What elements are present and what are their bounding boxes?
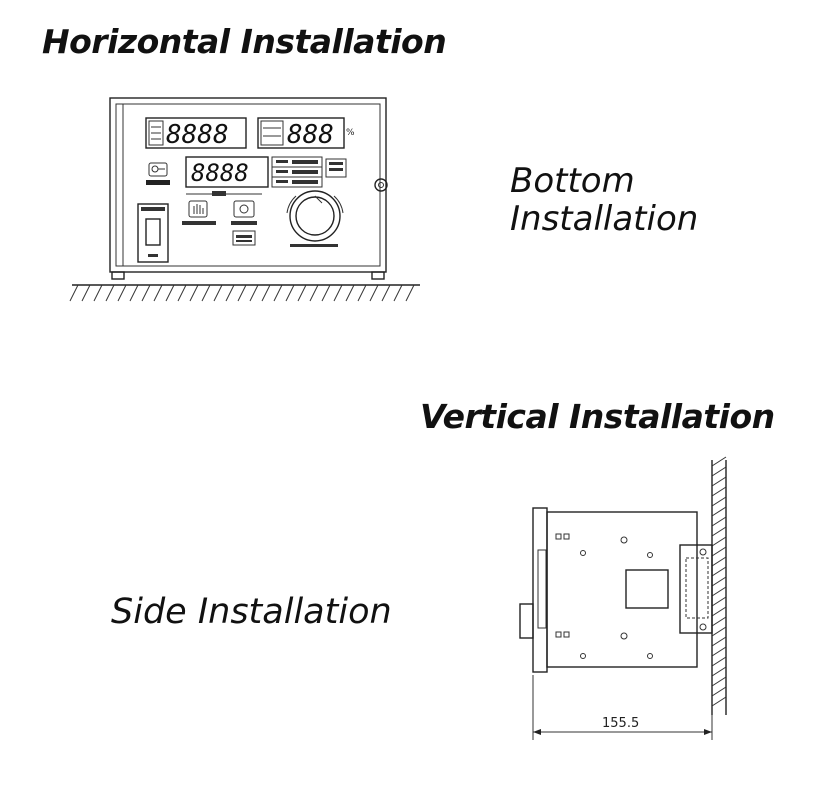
hand-icon xyxy=(193,204,204,214)
wall-hatch-line xyxy=(711,486,727,497)
key-label-bar xyxy=(146,180,170,185)
left-foot xyxy=(111,271,125,280)
wall-hatch-line xyxy=(711,536,727,547)
tension-knob xyxy=(286,190,344,247)
floor-hatch-line xyxy=(129,284,139,302)
floor-hatch-line xyxy=(93,284,103,302)
floor-hatch-line xyxy=(237,284,247,302)
dimension-label: 155.5 xyxy=(602,716,639,731)
floor-hatch-line xyxy=(81,284,91,302)
wall-hatch-line xyxy=(711,646,727,657)
floor-hatch-line xyxy=(261,284,271,302)
manual-button xyxy=(182,200,216,225)
controller-front-view: 8888 888 % 8888 xyxy=(109,97,388,280)
mode-switch-button xyxy=(325,158,347,178)
floor-hatch-line xyxy=(189,284,199,302)
floor-hatch-line xyxy=(405,284,415,302)
floor-hatch-line xyxy=(381,284,391,302)
wall-hatch-line xyxy=(711,556,727,567)
top-right-display xyxy=(257,117,345,149)
run-button xyxy=(231,200,257,246)
top-left-display-digits: 8888 xyxy=(166,120,229,150)
floor-hatching xyxy=(69,284,420,302)
floor-hatch-line xyxy=(297,284,307,302)
wall-hatch-line xyxy=(711,496,727,507)
wall-hatch-line xyxy=(711,546,727,557)
controller-case xyxy=(109,97,387,273)
wall-hatch-line xyxy=(711,596,727,607)
reset-button xyxy=(232,230,256,246)
wall-hatch-line xyxy=(711,666,727,677)
floor-hatch-line xyxy=(153,284,163,302)
floor-hatch-line xyxy=(333,284,343,302)
power-rocker-switch xyxy=(145,218,161,246)
floor-hatch-line xyxy=(357,284,367,302)
middle-display-digits: 8888 xyxy=(191,159,249,187)
front-bezel xyxy=(532,507,548,673)
bottom-caption-line1: Bottom xyxy=(510,161,635,201)
vertical-installation-title: Vertical Installation xyxy=(420,397,775,436)
floor-hatch-line xyxy=(273,284,283,302)
wall-hatch-line xyxy=(711,456,727,467)
wall xyxy=(711,456,727,715)
floor-hatch-line xyxy=(369,284,379,302)
percent-sign: % xyxy=(346,128,355,138)
floor-hatch-line xyxy=(69,284,79,302)
floor-hatch-line xyxy=(105,284,115,302)
wall-hatch-line xyxy=(711,626,727,637)
mode-indicator-table xyxy=(271,156,347,188)
right-foot xyxy=(371,271,385,280)
power-switch-panel xyxy=(137,203,169,263)
side-installation-caption: Side Installation xyxy=(111,592,392,632)
controller-body xyxy=(546,511,698,668)
floor-hatch-line xyxy=(201,284,211,302)
wall-hatch-line xyxy=(711,606,727,617)
floor-hatch-line xyxy=(165,284,175,302)
wall-hatch-line xyxy=(711,506,727,517)
middle-display xyxy=(185,156,269,188)
knob-label-bar xyxy=(290,244,338,247)
horizontal-installation-title: Horizontal Installation xyxy=(42,22,447,61)
side-latch xyxy=(374,178,388,192)
wall-hatch-line xyxy=(711,466,727,477)
top-right-display-digits: 888 xyxy=(287,120,334,150)
floor-hatch-line xyxy=(309,284,319,302)
wall-hatch-line xyxy=(711,526,727,537)
wall-hatch-line xyxy=(711,676,727,687)
knob-side xyxy=(519,603,534,639)
floor-hatch-line xyxy=(141,284,151,302)
wall-hatch-line xyxy=(711,576,727,587)
wall-hatch-line xyxy=(711,686,727,697)
floor-hatch-line xyxy=(177,284,187,302)
wall-hatch-line xyxy=(711,516,727,527)
wall-hatch-line xyxy=(711,476,727,487)
width-dimension: 155.5 xyxy=(532,675,713,740)
mounting-bracket xyxy=(679,544,713,634)
wall-hatch-line xyxy=(711,566,727,577)
floor-hatch-line xyxy=(345,284,355,302)
floor-hatch-line xyxy=(249,284,259,302)
wall-hatch-line xyxy=(711,636,727,647)
controller-inner-frame xyxy=(115,103,381,267)
floor-hatch-line xyxy=(225,284,235,302)
floor-hatch-line xyxy=(213,284,223,302)
floor-hatch-line xyxy=(285,284,295,302)
wall-hatch-line xyxy=(711,696,727,707)
controller-side-view: 155.5 xyxy=(519,456,727,740)
floor-hatch-line xyxy=(321,284,331,302)
top-left-display xyxy=(145,117,247,149)
wall-hatch-line xyxy=(711,616,727,627)
floor-hatch-line xyxy=(117,284,127,302)
floor-hatch-line xyxy=(393,284,403,302)
bottom-caption-line2: Installation xyxy=(510,199,699,239)
key-icon xyxy=(148,162,168,177)
wall-hatch-line xyxy=(711,656,727,667)
bottom-installation-caption: Bottom Installation xyxy=(510,162,698,238)
wall-hatch-line xyxy=(711,586,727,597)
body-label-plate xyxy=(625,569,669,609)
